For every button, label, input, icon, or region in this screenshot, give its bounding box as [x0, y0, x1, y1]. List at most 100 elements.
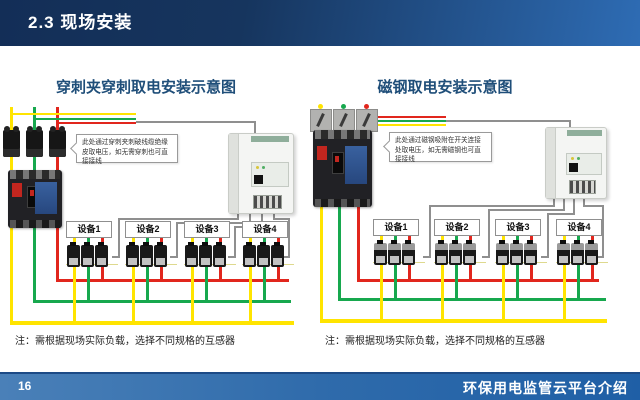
magnet-tap-icon	[333, 109, 355, 132]
device-label-box: 设备1	[373, 219, 419, 236]
ct-harness-wire	[583, 205, 604, 207]
green-tap-wire	[376, 120, 446, 122]
green-bus-bar	[338, 298, 606, 301]
branch-wire-yellow	[441, 235, 444, 320]
branch-wire-green	[577, 235, 580, 299]
ct-transformer	[185, 242, 198, 267]
tap-cable-to-monitor	[446, 120, 571, 122]
branch-wire-green	[394, 235, 397, 299]
ct-harness-wire	[176, 222, 178, 258]
ct-transformer	[126, 242, 139, 267]
device-label-box: 设备2	[125, 221, 171, 238]
monitor-terminals	[253, 195, 283, 209]
monitor-led-green	[261, 166, 265, 170]
red-bus-bar	[357, 279, 599, 282]
ct-harness-wire	[261, 212, 263, 228]
ct-harness-wire	[423, 256, 431, 258]
device-label: 设备2	[445, 222, 469, 232]
branch-wire-yellow	[191, 237, 194, 322]
monitor-side-face	[546, 128, 556, 198]
magnet-tap-icon	[310, 109, 332, 132]
device-label-box: 设备2	[434, 219, 480, 236]
left-note: 注：需根据现场实际负载，选择不同规格的互感器	[15, 336, 235, 347]
ct-transformer	[435, 240, 448, 265]
device-label: 设备2	[136, 224, 160, 234]
ct-harness-wire	[541, 256, 549, 258]
ct-transformer	[199, 242, 212, 267]
ct-transformer	[154, 242, 167, 267]
ct-transformer	[510, 240, 523, 265]
slide-title: 2.3 现场安装	[28, 13, 133, 32]
device-label: 设备4	[253, 224, 277, 234]
ct-harness-wire	[282, 256, 290, 258]
monitor-led-yellow	[571, 157, 575, 161]
piercing-callout: 此处通过穿刺夹刺破线缆绝缘皮取电压，如无需穿刺也可直接接线	[76, 134, 178, 165]
yellow-terminal-dot	[318, 104, 323, 109]
piercing-callout-text: 此处通过穿刺夹刺破线缆绝缘皮取电压，如无需穿刺也可直接接线	[82, 138, 168, 166]
power-monitor-device	[545, 127, 607, 199]
device-label: 设备1	[77, 224, 101, 234]
ct-harness-wire	[288, 218, 290, 258]
ct-transformer	[213, 242, 226, 267]
yellow-bus-bar	[10, 321, 294, 325]
magnet-tap-diagram: 磁钢取电安装示意图 此处通过磁钢吸附在开关连接处取电压，如无需磁钢也可直接接线	[310, 60, 640, 360]
yellow-tap-wire	[10, 113, 136, 115]
ct-harness-wire	[488, 209, 490, 258]
branch-wire-green	[205, 237, 208, 301]
breaker-toggle	[332, 152, 344, 174]
ct-transformer	[67, 242, 80, 267]
branch-wire-green	[146, 237, 149, 301]
breaker-bottom-terminals	[315, 199, 370, 207]
monitor-led-yellow	[255, 166, 259, 170]
ct-harness-wire	[596, 256, 604, 258]
ct-transformer	[95, 242, 108, 267]
red-tap-wire	[376, 116, 446, 118]
red-bus-bar	[56, 279, 289, 282]
footer-title: 环保用电监管云平台介绍	[463, 380, 628, 396]
breaker-red-label	[317, 146, 327, 160]
monitor-port	[253, 174, 263, 184]
yellow-phase-wire	[320, 200, 323, 319]
ct-harness-wire	[429, 205, 431, 258]
ct-transformer	[374, 240, 387, 265]
ct-harness-wire	[234, 226, 236, 258]
ct-harness-wire	[273, 212, 275, 220]
red-terminal-dot	[364, 104, 369, 109]
yellow-bus-bar	[320, 319, 607, 323]
branch-wire-green	[455, 235, 458, 299]
green-phase-wire	[338, 200, 341, 298]
green-bus-bar	[33, 300, 291, 303]
ct-harness-wire	[573, 197, 575, 213]
branch-wire-yellow	[502, 235, 505, 320]
ct-harness-wire	[228, 256, 236, 258]
ct-harness-wire	[482, 256, 490, 258]
ct-harness-wire	[170, 256, 178, 258]
device-label-box: 设备4	[242, 221, 288, 238]
ct-transformer	[557, 240, 570, 265]
device-label: 设备3	[506, 222, 530, 232]
tap-cable-drop	[254, 121, 256, 134]
monitor-terminals	[568, 180, 596, 194]
piercing-clamp-icon	[49, 126, 66, 157]
ct-harness-wire	[112, 256, 120, 258]
ct-transformer	[402, 240, 415, 265]
right-diagram-title: 磁钢取电安装示意图	[377, 79, 513, 96]
ct-harness-wire	[602, 205, 604, 258]
monitor-top-strip	[251, 136, 290, 142]
breaker-red-label	[12, 183, 22, 197]
circuit-breaker	[8, 170, 62, 228]
ct-harness-wire	[488, 209, 565, 211]
ct-harness-wire	[583, 197, 585, 205]
ct-harness-wire	[118, 218, 120, 258]
slide-footer-bar: 16 环保用电监管云平台介绍	[0, 372, 640, 400]
monitor-side-face	[229, 134, 239, 213]
device-label: 设备3	[195, 224, 219, 234]
branch-wire-yellow	[132, 237, 135, 322]
branch-wire-yellow	[380, 235, 383, 320]
ct-transformer	[524, 240, 537, 265]
piercing-clamp-icon	[26, 126, 43, 157]
red-phase-wire	[357, 200, 360, 279]
branch-wire-yellow	[73, 237, 76, 322]
piercing-clamp-icon	[3, 126, 20, 157]
